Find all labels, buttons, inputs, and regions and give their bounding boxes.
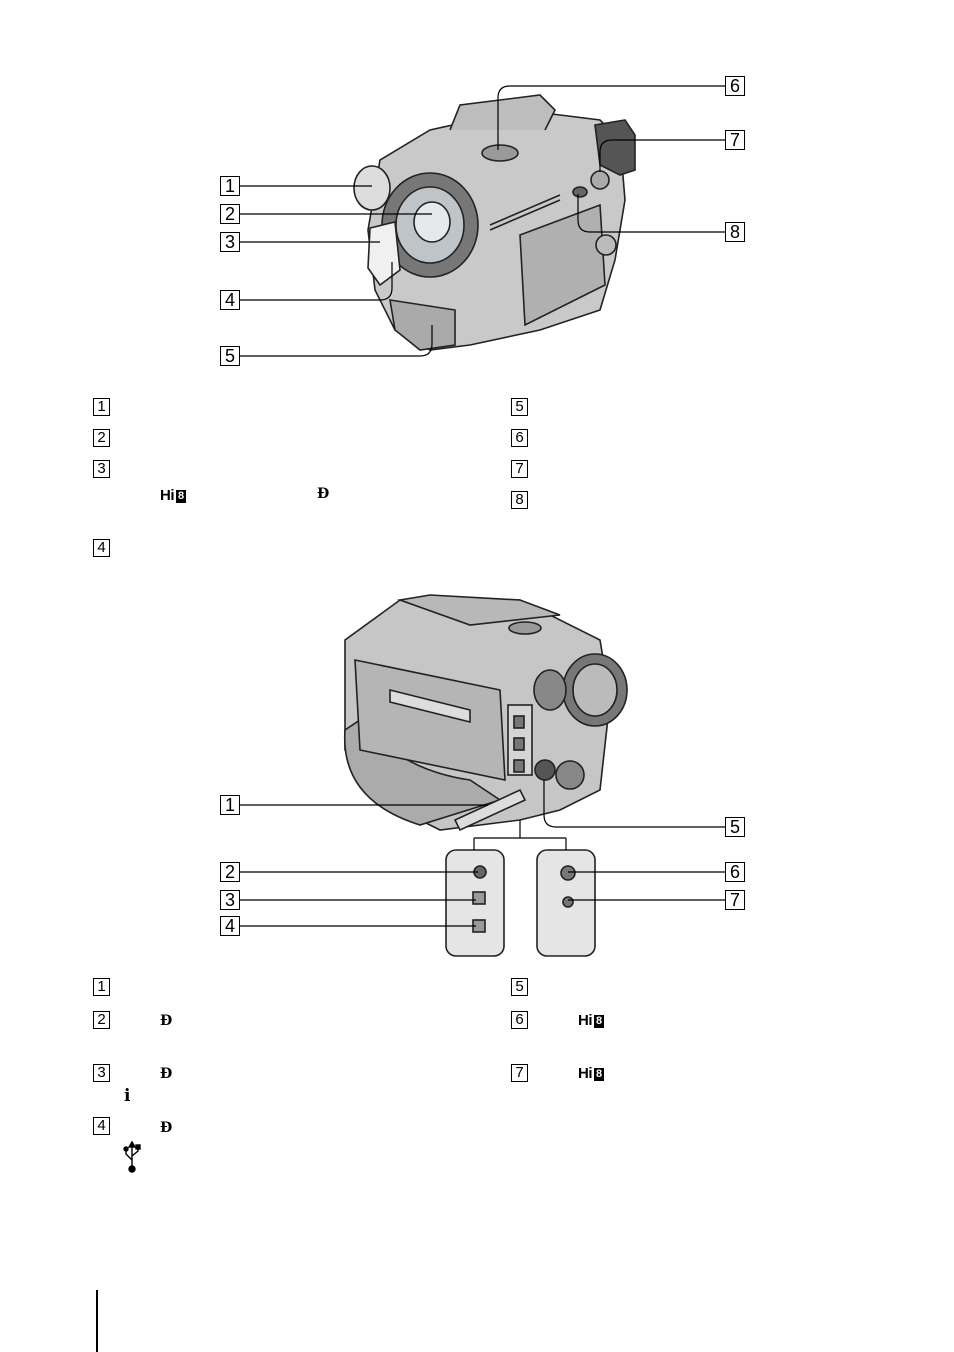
callout-5: 5 [725,817,745,837]
callout-5: 5 [220,346,240,366]
usb-icon [123,1140,141,1173]
callout-6: 6 [725,862,745,882]
callout-6: 6 [725,76,745,96]
legend-num-6: 6 [511,429,528,447]
legend-num-5: 5 [511,398,528,416]
legend-num-7: 7 [511,1064,528,1082]
callout-2: 2 [220,862,240,882]
callout-2: 2 [220,204,240,224]
digital8-logo: Ð [160,1120,173,1136]
callout-7: 7 [725,130,745,150]
legend-num-3: 3 [93,1064,110,1082]
legend-num-4: 4 [93,1117,110,1135]
page-margin-rule [96,1290,98,1352]
digital8-logo: Ð [160,1013,173,1029]
digital8-logo: Ð [317,486,330,502]
legend-num-1: 1 [93,398,110,416]
legend-num-6: 6 [511,1011,528,1029]
legend-num-5: 5 [511,978,528,996]
legend-num-2: 2 [93,1011,110,1029]
ilink-icon: i [124,1086,131,1106]
callout-4: 4 [220,290,240,310]
callout-4: 4 [220,916,240,936]
digital8-logo: Ð [160,1066,173,1082]
legend-num-4: 4 [93,539,110,557]
legend-num-3: 3 [93,460,110,478]
legend-num-1: 1 [93,978,110,996]
callout-1: 1 [220,795,240,815]
legend-num-8: 8 [511,491,528,509]
callout-3: 3 [220,890,240,910]
callout-1: 1 [220,176,240,196]
callout-3: 3 [220,232,240,252]
callout-8: 8 [725,222,745,242]
legend-num-7: 7 [511,460,528,478]
callout-7: 7 [725,890,745,910]
legend-num-2: 2 [93,429,110,447]
